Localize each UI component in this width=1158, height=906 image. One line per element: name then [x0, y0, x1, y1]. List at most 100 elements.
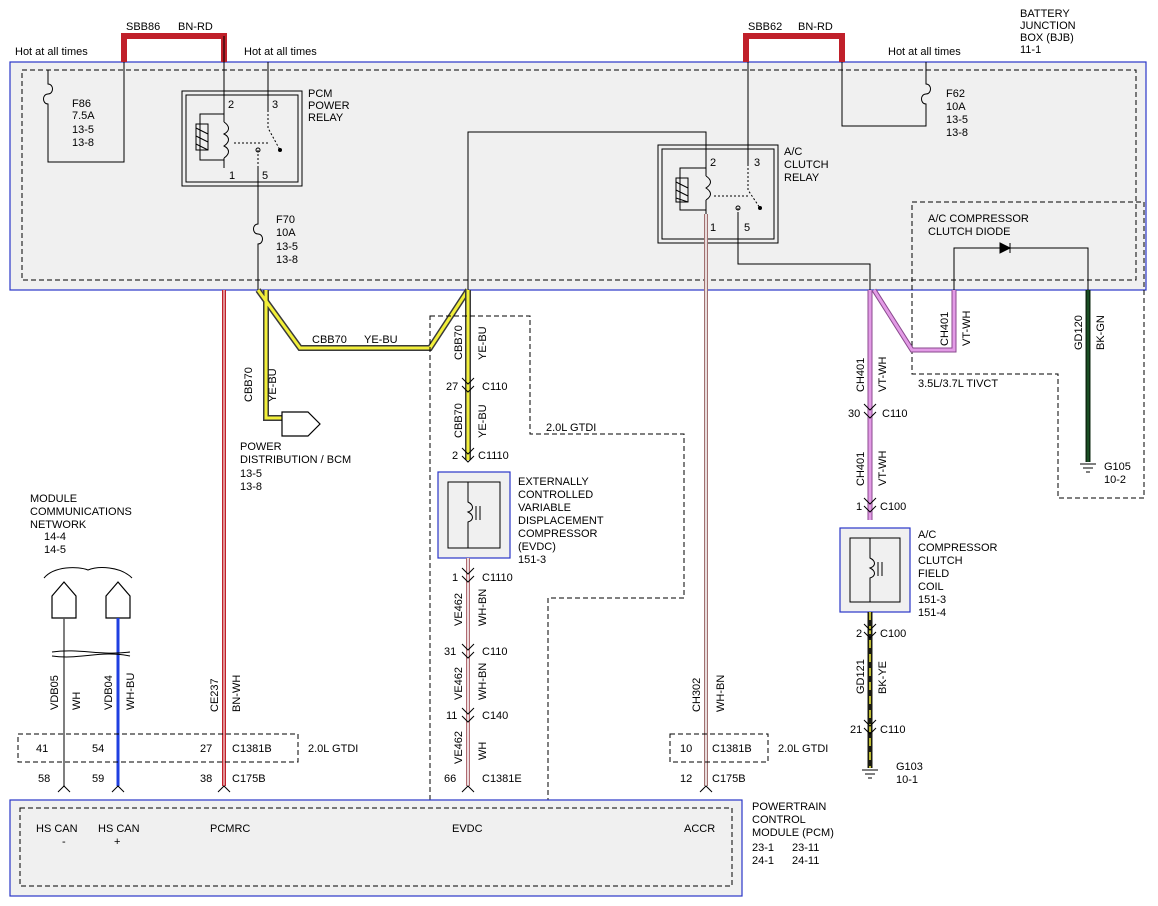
sbb62-label: SBB62	[748, 21, 782, 33]
wh-label-vdb05: WH	[71, 692, 83, 710]
pin-12-c175b: 12	[680, 773, 692, 785]
power-distribution-connector	[281, 411, 321, 437]
ac-relay-contact	[735, 205, 741, 211]
coil-label-6: 151-3	[918, 594, 946, 606]
gd121-label: GD121	[855, 659, 867, 694]
wh-bn-label-2: WH-BN	[477, 663, 489, 700]
pcm-relay-coil	[195, 123, 209, 151]
vt-wh-label-3: VT-WH	[877, 451, 889, 486]
c100-connector-2	[863, 623, 877, 639]
ce237-label: CE237	[209, 678, 221, 712]
pin-1-c100: 1	[856, 501, 862, 513]
pin-21-c110: 21	[850, 724, 862, 736]
f62-rating: 10A	[946, 101, 966, 113]
mcn-label-2: COMMUNICATIONS	[30, 506, 132, 518]
pcm-ref-4: 24-11	[792, 855, 819, 867]
c1381b-label-right: C1381B	[712, 743, 752, 755]
ac-clutch-coil-solenoid	[868, 538, 883, 602]
vdb04-label: VDB04	[103, 675, 115, 710]
c1381b-label-left: C1381B	[232, 743, 272, 755]
pcm-ref-3: 24-1	[752, 855, 774, 867]
diode-label-2: CLUTCH DIODE	[928, 226, 1011, 238]
ac-relay-pin-1: 1	[710, 222, 716, 234]
c110-label-3: C110	[882, 408, 907, 420]
vdb05-label: VDB05	[49, 675, 61, 710]
diode-symbol	[999, 242, 1012, 254]
f86-label: F86	[72, 98, 91, 110]
pdb-label-2: DISTRIBUTION / BCM	[240, 454, 351, 466]
pcm-ref-2: 23-11	[792, 842, 819, 854]
tivct-label: 3.5L/3.7L TIVCT	[918, 378, 998, 390]
ye-bu-label-mid: YE-BU	[477, 326, 489, 360]
f70-label: F70	[276, 214, 295, 226]
pcm-title-3: MODULE (PCM)	[752, 827, 834, 839]
pin-27-c1381b: 27	[200, 743, 212, 755]
ac-relay-label-3: RELAY	[784, 172, 820, 184]
coil-label-5: COIL	[918, 581, 944, 593]
mcn-label-3: NETWORK	[30, 519, 87, 531]
ac-relay-output	[737, 214, 871, 290]
mcn-label-1: MODULE	[30, 493, 77, 505]
evdc-label-6: (EVDC)	[518, 541, 556, 553]
ac-relay-label-1: A/C	[784, 146, 802, 158]
c1381b-option-left	[17, 733, 299, 763]
pcm-accr: ACCR	[684, 823, 715, 835]
g103-label-2: 10-1	[896, 774, 918, 786]
pin-30-c110: 30	[848, 408, 860, 420]
diode-circuit	[953, 247, 1089, 290]
mcn-label-4: 14-4	[44, 531, 66, 543]
pin-10-c1381b: 10	[680, 743, 692, 755]
c175b-label-left: C175B	[232, 773, 266, 785]
cbb70-label-top: CBB70	[312, 334, 347, 346]
bk-ye-label: BK-YE	[877, 661, 889, 694]
pcm-title-1: POWERTRAIN	[752, 801, 826, 813]
coil-label-7: 151-4	[918, 607, 946, 619]
c110-connector-3	[863, 403, 877, 419]
evdc-label-4: DISPLACEMENT	[518, 515, 604, 527]
c110-label-2: C110	[482, 646, 507, 658]
ac-relay-coil-feed	[467, 131, 707, 290]
pcm-relay-pin-1: 1	[229, 170, 235, 182]
c1110-label-1: C1110	[478, 450, 509, 462]
pcm-relay-label-2: POWER	[308, 100, 350, 112]
wire-cbb70-shadow	[255, 288, 471, 421]
g103-ground-symbol	[862, 769, 878, 779]
evdc-label-7: 151-3	[518, 554, 546, 566]
pcm-hs-can-minus: HS CAN	[36, 823, 78, 835]
g105-label-2: 10-2	[1104, 474, 1126, 486]
ac-relay-pin-3: 3	[754, 157, 760, 169]
pcm-hs-can-plus: HS CAN	[98, 823, 140, 835]
pcm-relay-switch	[234, 110, 281, 168]
wh-bu-label: WH-BU	[125, 673, 137, 710]
can-plus-connector	[105, 581, 131, 619]
pcm-relay-pin-5: 5	[262, 170, 268, 182]
ve462-label-3: VE462	[453, 731, 465, 764]
cbb70-label-low: CBB70	[453, 403, 465, 438]
c110-connector-1	[461, 377, 475, 393]
can-minus-connector	[51, 581, 77, 619]
evdc-label-5: COMPRESSOR	[518, 528, 598, 540]
f86-rating: 7.5A	[72, 110, 95, 122]
c1110-connector-2	[461, 567, 475, 583]
mcn-label-5: 14-5	[44, 544, 66, 556]
c110-label-4: C110	[880, 724, 905, 736]
bjb-title-3: BOX (BJB)	[1020, 32, 1074, 44]
bjb-title-2: JUNCTION	[1020, 20, 1076, 32]
g103-label-1: G103	[896, 761, 923, 773]
evdc-solenoid	[466, 482, 481, 548]
gd120-label: GD120	[1073, 315, 1085, 350]
pcm-relay-pin-2: 2	[228, 99, 234, 111]
bjb-inner-outline	[21, 69, 1137, 281]
pdb-label-1: POWER	[240, 441, 282, 453]
ye-bu-label-left: YE-BU	[267, 368, 279, 402]
vt-wh-label-1: VT-WH	[961, 311, 973, 346]
ac-relay-switch	[714, 164, 761, 214]
f62-circuit	[841, 62, 927, 127]
ch401-label-2: CH401	[855, 358, 867, 392]
pin-66-c1381e: 66	[444, 773, 456, 785]
f62-fuse-symbol	[921, 62, 931, 110]
pin-31-c110: 31	[444, 646, 456, 658]
c100-label-1: C100	[880, 501, 906, 513]
pin-11-c140: 11	[446, 710, 457, 722]
sbb86-link	[121, 33, 227, 62]
